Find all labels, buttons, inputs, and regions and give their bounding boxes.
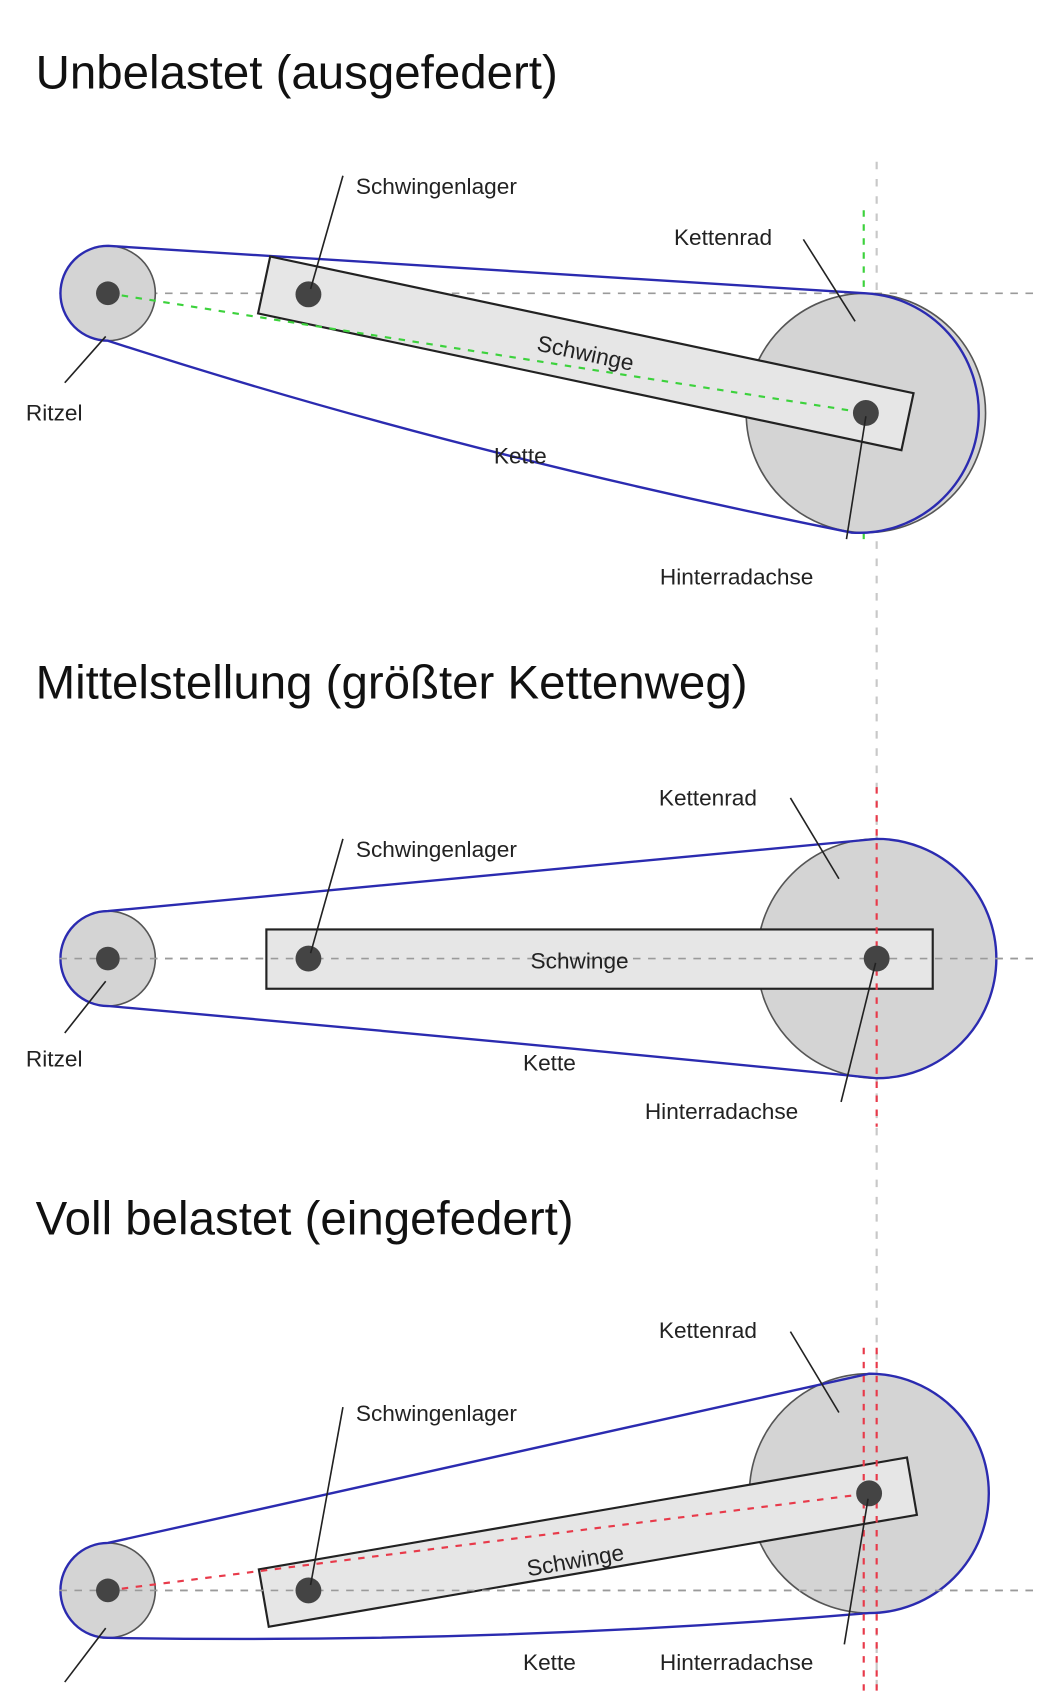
chain bbox=[59, 1372, 990, 1641]
swingarm-pivot bbox=[295, 945, 322, 972]
chain bbox=[59, 837, 998, 1080]
panel-loaded: Voll belastet (eingefedert) Schwingenlag… bbox=[36, 1193, 1041, 1695]
chain bbox=[59, 244, 980, 535]
label-sprocket: Kettenrad bbox=[674, 225, 772, 250]
swingarm-pivot bbox=[295, 1577, 322, 1604]
label-chain: Kette bbox=[494, 444, 547, 469]
label-swingarm: Schwinge bbox=[531, 948, 629, 973]
swingarm bbox=[257, 1456, 919, 1629]
panel-middle: Mittelstellung (größter Kettenweg) Schwi… bbox=[26, 657, 1041, 1127]
pinion-axle-line bbox=[107, 1492, 870, 1592]
label-swingarm-pivot: Schwingenlager bbox=[356, 837, 517, 862]
panel-unloaded: Unbelastet (ausgefedert) Schwingenlager … bbox=[26, 46, 1041, 589]
panel-title: Unbelastet (ausgefedert) bbox=[36, 46, 558, 99]
label-swingarm-pivot: Schwingenlager bbox=[356, 1401, 517, 1426]
label-sprocket: Kettenrad bbox=[659, 785, 757, 810]
pinion-axle-line bbox=[107, 292, 867, 415]
panel-title: Mittelstellung (größter Kettenweg) bbox=[36, 657, 748, 710]
pinion-hub bbox=[96, 1578, 120, 1603]
label-rear-axle: Hinterradachse bbox=[660, 1650, 813, 1675]
label-chain: Kette bbox=[523, 1650, 576, 1675]
pinion-hub bbox=[96, 281, 120, 306]
label-pinion: Ritzel bbox=[26, 401, 83, 426]
swingarm bbox=[256, 255, 915, 452]
rear-axle bbox=[852, 400, 879, 426]
label-sprocket: Kettenrad bbox=[659, 1318, 757, 1343]
label-swingarm-pivot: Schwingenlager bbox=[356, 174, 517, 199]
label-pinion: Ritzel bbox=[26, 1046, 83, 1071]
rear-axle bbox=[863, 945, 890, 972]
pinion-hub bbox=[96, 946, 120, 971]
label-chain: Kette bbox=[523, 1051, 576, 1076]
rear-axle bbox=[856, 1480, 883, 1507]
label-rear-axle: Hinterradachse bbox=[660, 564, 813, 589]
swingarm-pivot bbox=[295, 281, 322, 308]
panel-title: Voll belastet (eingefedert) bbox=[36, 1193, 574, 1246]
label-rear-axle: Hinterradachse bbox=[645, 1099, 798, 1124]
